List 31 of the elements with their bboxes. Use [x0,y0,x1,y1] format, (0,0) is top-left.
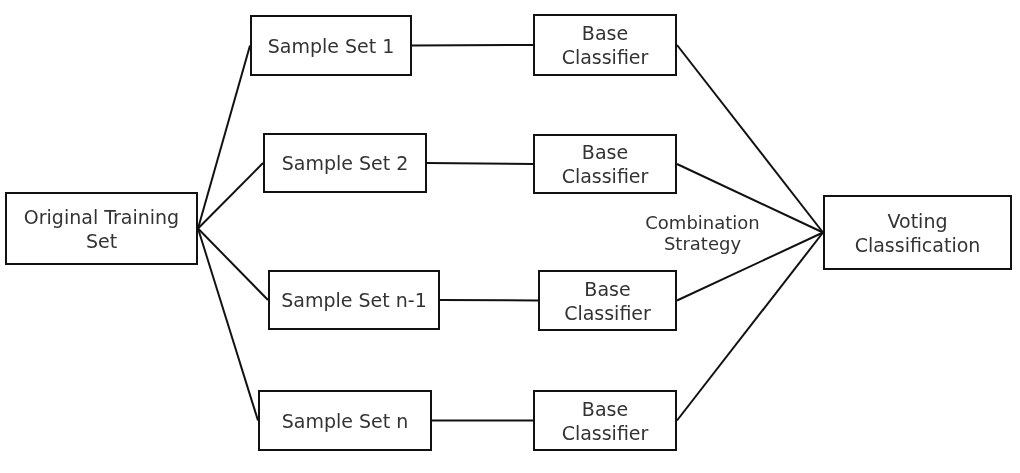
connector-line [676,231,824,302]
process-box [538,270,677,331]
connector-line [411,44,534,47]
process-box [263,133,427,193]
box-label: Sample Set n-1 [281,288,427,312]
connector-line [197,227,269,301]
box-label: Original Training Set [22,204,181,253]
process-box [258,390,432,451]
connector-line [676,44,824,234]
box-label: Voting Classification [853,208,982,257]
process-box [250,15,412,76]
connector-line [431,419,534,422]
box-label: Base Classifier [560,140,650,188]
annotation-text: Combination Strategy [644,212,761,254]
box-label: Sample Set 1 [267,33,395,58]
process-box [268,270,440,330]
connector-line [197,162,264,230]
connector-line [426,162,534,165]
process-box [533,134,677,194]
box-label: Base Classifier [560,21,650,69]
box-label: Base Classifier [560,396,650,445]
connector-line [676,163,824,234]
process-box [533,14,677,76]
box-label: Sample Set n [281,408,409,433]
box-label: Sample Set 2 [281,151,409,175]
process-box [533,390,677,451]
process-box [5,192,198,265]
connector-line [676,231,824,422]
process-box [823,195,1012,270]
box-label: Base Classifier [563,276,652,325]
connector-line [439,299,539,302]
